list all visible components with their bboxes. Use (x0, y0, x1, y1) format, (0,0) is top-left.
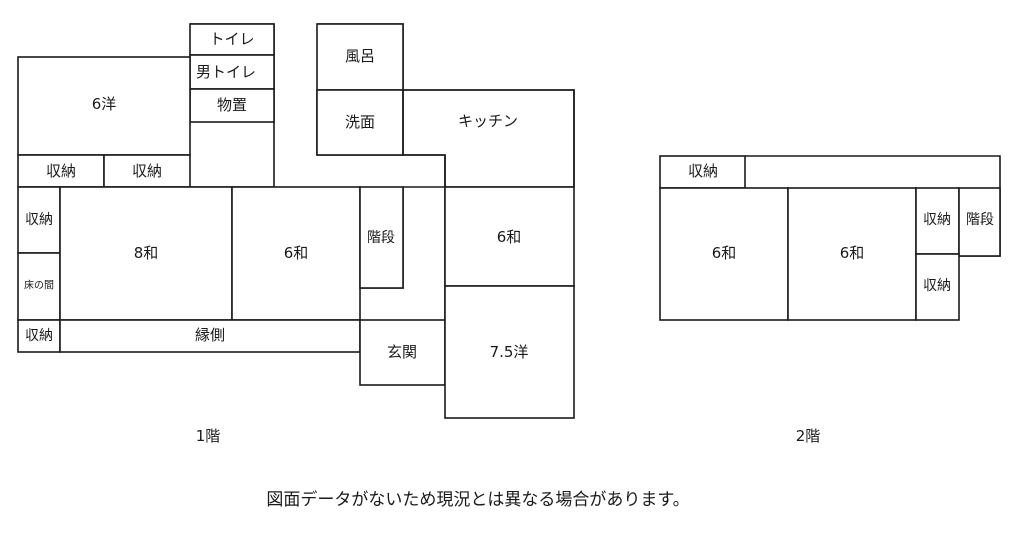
label-entrance: 玄関 (387, 343, 417, 361)
label-closet-1: 収納 (46, 162, 76, 180)
floor-2-label: 2階 (796, 427, 821, 445)
room-closet-2 (103, 154, 191, 188)
label-closet-2: 収納 (132, 162, 162, 180)
label-mens-toilet: 男トイレ (196, 63, 256, 81)
label-closet-top-2f: 収納 (688, 162, 718, 180)
room-toilet (189, 23, 275, 56)
label-storage: 物置 (217, 96, 247, 114)
label-japanese-8: 8和 (134, 244, 159, 262)
room-stairs-2f (958, 187, 1001, 257)
label-tokonoma: 床の間 (24, 279, 54, 292)
label-japanese-6-center: 6和 (284, 244, 309, 262)
label-engawa: 縁側 (195, 326, 225, 344)
hallway-lower-wall (403, 186, 446, 320)
room-japanese-6-east (444, 186, 575, 287)
floor-1-plan: トイレ 男トイレ 物置 6洋 収納 収納 風呂 洗面 キッチン 収納 床の間 収… (17, 23, 575, 445)
label-stairs-1f: 階段 (367, 230, 395, 246)
room-japanese-8 (59, 186, 233, 321)
label-toilet: トイレ (209, 30, 254, 48)
room-kitchen (402, 89, 575, 188)
label-japanese-6-east: 6和 (497, 228, 522, 246)
label-closet-left-bottom: 収納 (25, 328, 53, 344)
room-tokonoma (17, 252, 61, 321)
room-japanese-6-left-2f (659, 187, 789, 321)
room-closet-bottom-2f (915, 253, 960, 321)
label-closet-bottom-2f: 収納 (923, 278, 951, 294)
room-stairs-1f (359, 186, 404, 289)
label-japanese-6-left-2f: 6和 (712, 244, 737, 262)
label-western-6-nw: 6洋 (92, 95, 117, 113)
room-closet-left-bottom (17, 319, 61, 353)
room-western-7-5 (444, 285, 575, 419)
room-storage (189, 88, 275, 123)
label-closet-left-top: 収納 (25, 212, 53, 228)
room-bath (316, 23, 404, 91)
room-western-6-nw (17, 56, 191, 156)
room-closet-mid-2f (915, 187, 960, 255)
label-kitchen: キッチン (458, 112, 518, 130)
room-japanese-6-right-2f (787, 187, 917, 321)
label-stairs-2f: 階段 (966, 212, 994, 228)
label-western-7-5: 7.5洋 (490, 343, 529, 361)
label-washroom: 洗面 (345, 113, 375, 131)
floor-2-plan: 収納 6和 6和 収納 階段 収納 2階 (659, 155, 1001, 445)
label-closet-mid-2f: 収納 (923, 212, 951, 228)
disclaimer-note: 図面データがないため現況とは異なる場合があります。 (266, 489, 689, 510)
floor-1-label: 1階 (196, 427, 221, 445)
label-bath: 風呂 (345, 47, 375, 65)
label-japanese-6-right-2f: 6和 (840, 244, 865, 262)
room-closet-top-2f (659, 155, 746, 189)
